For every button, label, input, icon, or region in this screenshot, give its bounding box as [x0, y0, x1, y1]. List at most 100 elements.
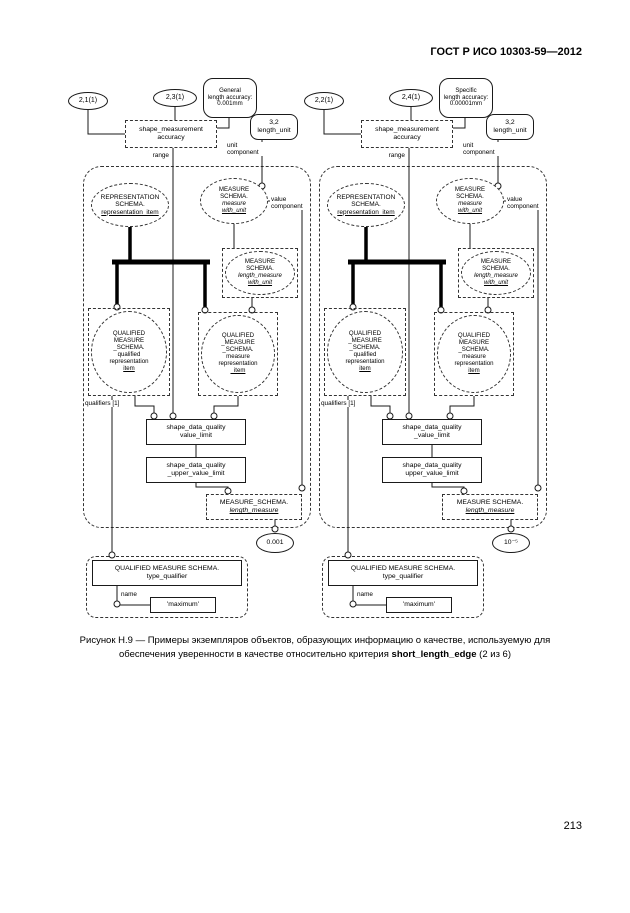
- accuracy-note-line: Specific: [455, 86, 477, 94]
- box-label: length_unit: [257, 127, 291, 134]
- caption-bold-term: short_length_edge: [391, 648, 477, 660]
- page-ref-oval: 2,3(1): [153, 89, 197, 107]
- instance-name: item: [359, 364, 371, 372]
- length-unit-ref-box: 3,2 length_unit: [250, 114, 298, 140]
- box-label: type_qualifier: [382, 573, 424, 580]
- box-label: type_qualifier: [146, 573, 188, 580]
- oval-line: SCHEMA.: [351, 201, 381, 209]
- accuracy-note: General length accuracy: 0.001mm: [203, 78, 257, 118]
- box-label: shape_data_quality: [402, 424, 462, 432]
- unit-component-label: unit component: [226, 142, 264, 157]
- page-ref-oval: 2,2(1): [304, 92, 344, 110]
- length-measure-box: MEASURE_SCHEMA. length_measure: [206, 494, 302, 520]
- length-unit-ref-box: 3,2 length_unit: [486, 114, 534, 140]
- oval-line: _MEASURE: [221, 339, 255, 347]
- oval-line: REPRESENTATION: [100, 193, 160, 201]
- box-label: 3,2: [269, 119, 279, 127]
- representation-item-oval: REPRESENTATION SCHEMA. representation_it…: [327, 183, 405, 227]
- measure-with-unit-oval: MEASURE SCHEMA. measure with_unit: [436, 178, 504, 224]
- box-label: value_limit: [179, 432, 213, 439]
- length-measure-box: MEASURE SCHEMA. length_measure: [442, 494, 538, 520]
- box-label: shape_data_quality: [166, 462, 226, 470]
- instance-name: representation: [345, 357, 385, 365]
- accuracy-note-line: length accuracy:: [443, 93, 489, 101]
- instance-name: representation: [218, 359, 258, 367]
- value-component-label: value component: [506, 196, 546, 211]
- oval-line: SCHEMA.: [482, 265, 510, 273]
- length-measure-with-unit-oval: MEASURE SCHEMA. length_measure with_unit: [461, 251, 531, 295]
- box-label: QUALIFIED MEASURE SCHEMA.: [114, 565, 220, 573]
- instance-name: representation: [454, 359, 494, 367]
- box-label: accuracy: [157, 134, 185, 141]
- instance-name: length_measure: [474, 272, 518, 279]
- qualifiers-label: qualifiers [1]: [84, 400, 121, 408]
- oval-line: QUALIFIED: [112, 330, 146, 338]
- oval-line: _SCHEMA.: [349, 344, 381, 352]
- range-label: range: [142, 152, 170, 160]
- page-ref-oval: 2,1(1): [68, 92, 108, 110]
- page-ref-label: 2,2(1): [314, 97, 334, 105]
- accuracy-note: Specific length accuracy: 0.00001mm: [439, 78, 493, 118]
- box-label: 3,2: [505, 119, 515, 127]
- name-label: name: [120, 591, 138, 599]
- qualifier-value-box: 'maximum': [150, 597, 216, 613]
- box-label: length_unit: [493, 127, 527, 134]
- qualified-representation-item-oval: QUALIFIED MEASURE _SCHEMA. qualified rep…: [91, 311, 167, 393]
- instance-name: representation: [109, 357, 149, 365]
- qualifiers-label: qualifiers [1]: [320, 400, 357, 408]
- box-label: MEASURE SCHEMA.: [456, 499, 524, 507]
- instance-group-rect: [83, 166, 311, 528]
- oval-line: QUALIFIED: [221, 332, 255, 340]
- type-qualifier-box: QUALIFIED MEASURE SCHEMA. type_qualifier: [92, 560, 242, 586]
- box-label: QUALIFIED MEASURE SCHEMA.: [350, 565, 456, 573]
- page-ref-oval: 2,4(1): [389, 89, 433, 107]
- value-oval: 10⁻⁵: [492, 533, 530, 553]
- oval-line: _SCHEMA.: [458, 346, 490, 354]
- instance-name: with_unit: [247, 278, 273, 286]
- value-oval: 0.001: [256, 533, 294, 553]
- instance-name: item: [123, 364, 135, 372]
- instance-name: length_measure: [229, 507, 279, 514]
- instance-name: measure: [458, 200, 482, 207]
- oval-line: MEASURE: [113, 337, 145, 345]
- accuracy-note-line: 0.001mm: [217, 100, 243, 108]
- type-qualifier-box: QUALIFIED MEASURE SCHEMA. type_qualifier: [328, 560, 478, 586]
- accuracy-note-line: General: [219, 86, 241, 94]
- accuracy-note-line: 0.00001mm: [449, 100, 483, 108]
- instance-name: length_measure: [465, 507, 515, 514]
- instance-name: item: [468, 366, 480, 374]
- oval-line: _SCHEMA.: [222, 346, 254, 354]
- figure-caption: Рисунок Н.9 — Примеры экземпляров объект…: [64, 634, 566, 662]
- length-measure-with-unit-rect: [458, 248, 534, 298]
- box-label: _value_limit: [414, 432, 450, 439]
- type-qualifier-group-rect: [322, 556, 484, 618]
- box-label: _upper_value_limit: [167, 470, 225, 477]
- figure-h9: 2,1(1) 2,3(1) General length accuracy: 0…: [68, 78, 547, 618]
- instance-name: representation_item: [337, 208, 395, 216]
- oval-line: MEASURE: [458, 339, 490, 347]
- box-label: shape_data_quality: [166, 424, 226, 432]
- document-header: ГОСТ Р ИСО 10303-59—2012: [430, 46, 582, 58]
- qualified-representation-item-oval: QUALIFIED _MEASURE _SCHEMA. qualified re…: [327, 311, 403, 393]
- unit-component-label: unit component: [462, 142, 500, 157]
- oval-line: MEASURE: [218, 186, 250, 194]
- instance-name: length_measure: [238, 272, 282, 279]
- oval-line: QUALIFIED: [348, 330, 382, 338]
- measure-representation-item-oval: QUALIFIED MEASURE _SCHEMA. measure repre…: [437, 315, 511, 393]
- measure-representation-item-rect: [198, 312, 278, 396]
- oval-line: MEASURE: [454, 186, 486, 194]
- upper-value-limit-box: shape_data_quality _upper_value_limit: [146, 457, 246, 483]
- box-label: upper_value_limit: [405, 470, 459, 477]
- length-measure-with-unit-oval: MEASURE SCHEMA. length_measure with_unit: [225, 251, 295, 295]
- page-ref-label: 2,4(1): [401, 94, 421, 102]
- box-label: shape_measurement: [139, 126, 203, 134]
- oval-line: SCHEMA.: [246, 265, 274, 273]
- qualifier-value-text: 'maximum': [166, 601, 200, 609]
- qualifier-value-text: 'maximum': [402, 601, 436, 609]
- qualified-representation-item-rect: [324, 308, 406, 396]
- oval-line: MEASURE: [480, 258, 512, 266]
- oval-line: REPRESENTATION: [336, 193, 396, 201]
- box-label: accuracy: [393, 134, 421, 141]
- box-label: MEASURE_SCHEMA.: [219, 499, 289, 507]
- instance-group-rect: [319, 166, 547, 528]
